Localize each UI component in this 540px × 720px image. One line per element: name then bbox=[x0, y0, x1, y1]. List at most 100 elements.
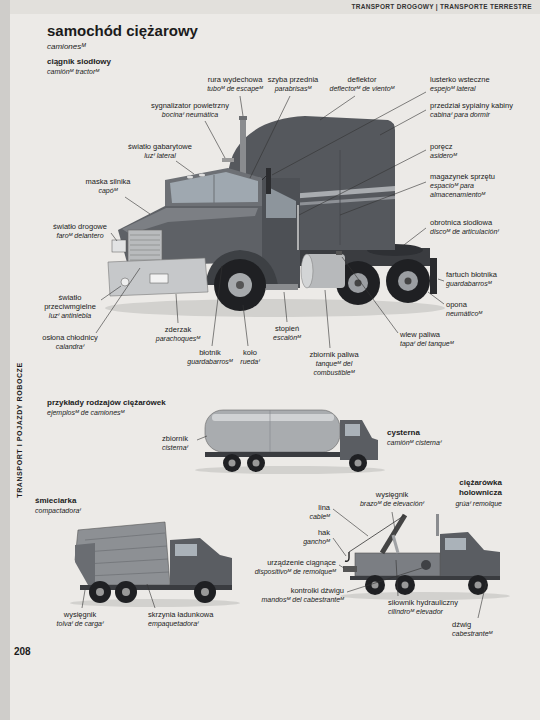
tow-truck-illustration bbox=[340, 514, 510, 600]
tractor-illustration bbox=[297, 205, 299, 250]
spanish-term: luzᶠ lateral bbox=[144, 152, 175, 161]
tanker-illustration bbox=[340, 420, 378, 460]
part-label: deflektor bbox=[348, 75, 377, 84]
tow-truck-illustration bbox=[343, 566, 357, 572]
tractor-illustration bbox=[355, 280, 362, 287]
spanish-term: cableᴹ bbox=[309, 513, 330, 522]
leader-lines bbox=[438, 279, 444, 281]
leader-lines bbox=[340, 182, 426, 215]
part-label: zbiornik bbox=[162, 434, 188, 443]
spanish-term: tapaᶠ del tanqueᴹ bbox=[400, 340, 454, 349]
tractor-illustration bbox=[262, 176, 266, 180]
tractor-illustration bbox=[222, 158, 234, 162]
spanish-term: tanqueᴹ del combustibleᴹ bbox=[304, 360, 364, 378]
tanker-illustration bbox=[355, 460, 362, 467]
page-title: samochód ciężarowy bbox=[47, 22, 198, 41]
spanish-term: espacioᴹ para almacenamientoᴹ bbox=[430, 182, 504, 200]
leader-lines bbox=[339, 565, 344, 568]
tanker-illustration bbox=[212, 414, 334, 421]
part-label: światło drogowe bbox=[53, 222, 107, 231]
part-label: wysięgnik bbox=[64, 610, 97, 619]
leader-lines bbox=[380, 110, 426, 135]
garbage-truck-illustration bbox=[96, 588, 104, 596]
part-label: zbiornik paliwa bbox=[309, 350, 358, 359]
tractor-illustration bbox=[150, 274, 168, 283]
part-label: lina bbox=[318, 503, 330, 512]
part-label: magazynek sprzętu bbox=[430, 172, 495, 181]
tractor-illustration bbox=[170, 172, 258, 203]
tow-truck-illustration bbox=[440, 532, 500, 580]
spanish-term: deflectorᴹ de vientoᴹ bbox=[330, 85, 395, 94]
tow-truck-illustration bbox=[393, 535, 398, 553]
spanish-term: tuboᴹ de escapeᴹ bbox=[207, 85, 263, 94]
tanker-illustration bbox=[205, 410, 340, 452]
leader-lines bbox=[347, 568, 422, 592]
leader-lines bbox=[205, 121, 225, 158]
tractor-illustration bbox=[199, 174, 205, 177]
leader-lines bbox=[320, 96, 355, 120]
section-heading: cysterna bbox=[387, 428, 420, 438]
tanker-illustration bbox=[247, 454, 265, 472]
part-label: opona bbox=[446, 300, 467, 309]
spanish-term: parabrisasᴹ bbox=[275, 85, 312, 94]
part-label: obrotnica siodłowa bbox=[430, 218, 492, 227]
tow-truck-illustration bbox=[436, 514, 439, 536]
spanish-term: cilindroᴹ elevador bbox=[388, 608, 443, 617]
leader-lines bbox=[240, 96, 243, 116]
spanish-term: parachoquesᴹ bbox=[156, 335, 200, 344]
tractor-illustration bbox=[386, 259, 430, 303]
section-heading: ciężarówka holownicza bbox=[438, 478, 502, 498]
tractor-illustration bbox=[340, 150, 341, 245]
part-label: lusterko wsteczne bbox=[430, 75, 490, 84]
part-label: kontrolki dźwigu bbox=[291, 586, 344, 595]
leader-lines bbox=[147, 584, 155, 608]
part-label: skrzynia ładunkowa bbox=[148, 610, 213, 619]
part-label: koło bbox=[243, 348, 257, 357]
spanish-term: cabestranteᴹ bbox=[452, 630, 492, 639]
leader-lines bbox=[342, 257, 398, 333]
leader-lines bbox=[392, 512, 395, 530]
tractor-illustration bbox=[112, 240, 126, 252]
part-label: maska silnika bbox=[85, 177, 130, 186]
tractor-illustration bbox=[239, 116, 247, 120]
leader-lines bbox=[197, 436, 207, 440]
tow-truck-illustration bbox=[349, 515, 405, 552]
tow-truck-illustration bbox=[345, 552, 349, 561]
page-ground bbox=[10, 0, 540, 14]
tractor-illustration bbox=[336, 251, 342, 255]
leader-lines bbox=[176, 294, 178, 323]
part-label: światło gabarytowe bbox=[128, 142, 192, 151]
leader-lines bbox=[478, 583, 486, 618]
leader-lines bbox=[272, 92, 426, 175]
part-label: przedział sypialny kabiny bbox=[430, 101, 513, 110]
tractor-illustration bbox=[430, 258, 437, 294]
leader-lines bbox=[82, 590, 85, 608]
page-number: 208 bbox=[14, 646, 31, 659]
spanish-term: compactadoraᶠ bbox=[35, 507, 81, 516]
section-heading: ciągnik siodłowy bbox=[47, 57, 111, 67]
tractor-illustration bbox=[214, 175, 215, 203]
tractor-illustration bbox=[236, 281, 244, 289]
spanish-term: escalónᴹ bbox=[273, 334, 301, 343]
part-label: dźwig bbox=[452, 620, 471, 629]
spanish-term: tolvaᶠ de cargaᶠ bbox=[57, 620, 104, 629]
tanker-illustration bbox=[229, 460, 236, 467]
spanish-term: camiónᴹ cisternaᶠ bbox=[387, 439, 441, 448]
tractor-illustration bbox=[121, 278, 129, 286]
garbage-truck-illustration bbox=[75, 543, 95, 585]
spanish-term: calandraᶠ bbox=[56, 343, 84, 352]
section-heading: przykłady rodzajów ciężarówek bbox=[47, 398, 166, 408]
part-label: wysięgnik bbox=[376, 490, 409, 499]
leader-lines bbox=[428, 292, 444, 304]
spanish-term: cisternaᶠ bbox=[162, 444, 188, 453]
tow-truck-illustration bbox=[445, 538, 466, 550]
tow-truck-illustration bbox=[355, 553, 440, 576]
part-label: urządzenie ciągnące bbox=[267, 558, 336, 567]
leader-lines bbox=[96, 268, 140, 333]
tanker-illustration bbox=[253, 460, 260, 467]
leader-lines bbox=[333, 509, 368, 536]
part-label: szyba przednia bbox=[268, 75, 318, 84]
leader-lines bbox=[101, 286, 121, 300]
